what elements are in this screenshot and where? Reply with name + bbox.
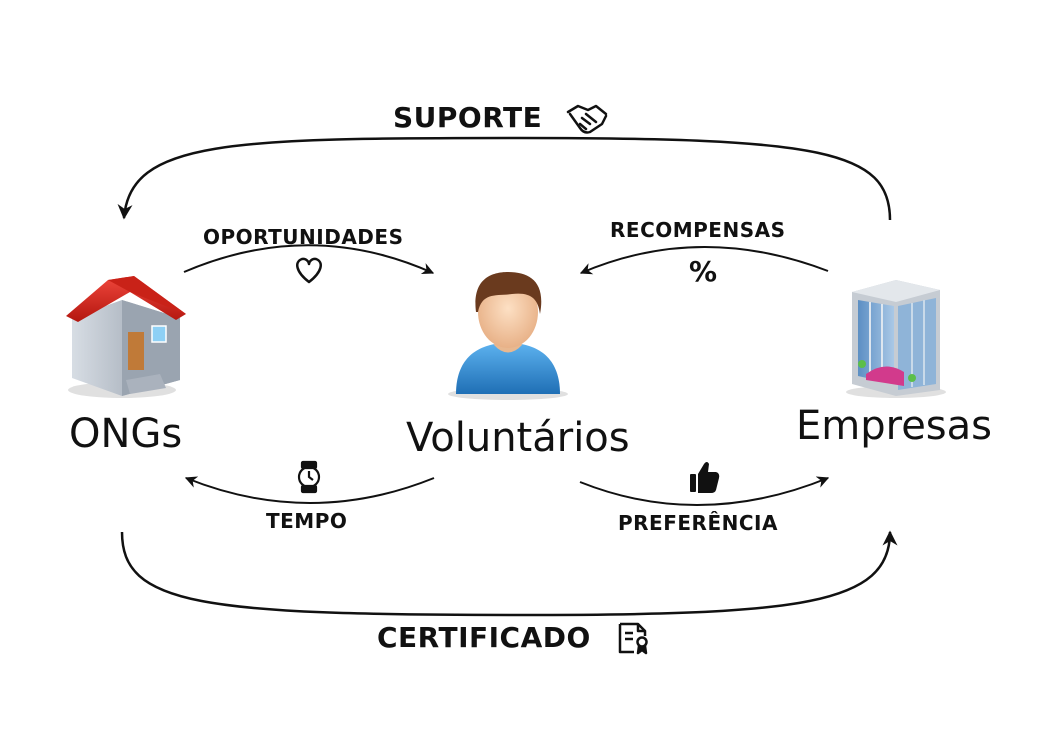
edge-label-certificado: CERTIFICADO bbox=[377, 621, 591, 654]
office-building-icon bbox=[846, 280, 946, 398]
handshake-icon bbox=[566, 104, 608, 134]
edge-suporte-arrow bbox=[117, 136, 892, 221]
edge-certificado-arrow bbox=[120, 530, 898, 617]
edge-preferencia-arrow bbox=[579, 476, 830, 507]
node-label-voluntarios: Voluntários bbox=[406, 415, 630, 461]
certificate-icon bbox=[618, 622, 648, 655]
edge-recompensas-arrow bbox=[579, 246, 829, 275]
edge-oportunidades-arrow bbox=[183, 244, 435, 275]
edge-label-recompensas: RECOMPENSAS bbox=[610, 218, 786, 242]
thumbs-up-icon bbox=[690, 462, 720, 493]
edge-label-suporte: SUPORTE bbox=[393, 101, 543, 134]
edge-tempo-arrow bbox=[184, 476, 435, 504]
node-label-empresas: Empresas bbox=[796, 403, 992, 449]
house-icon bbox=[66, 276, 186, 398]
edge-label-oportunidades: OPORTUNIDADES bbox=[203, 225, 404, 249]
percent-icon: % bbox=[689, 255, 718, 288]
heart-icon bbox=[296, 257, 322, 284]
watch-icon bbox=[297, 460, 321, 494]
person-icon bbox=[448, 272, 568, 400]
edge-label-preferencia: PREFERÊNCIA bbox=[618, 511, 778, 535]
edge-label-tempo: TEMPO bbox=[266, 509, 348, 533]
node-label-ongs: ONGs bbox=[69, 411, 183, 457]
